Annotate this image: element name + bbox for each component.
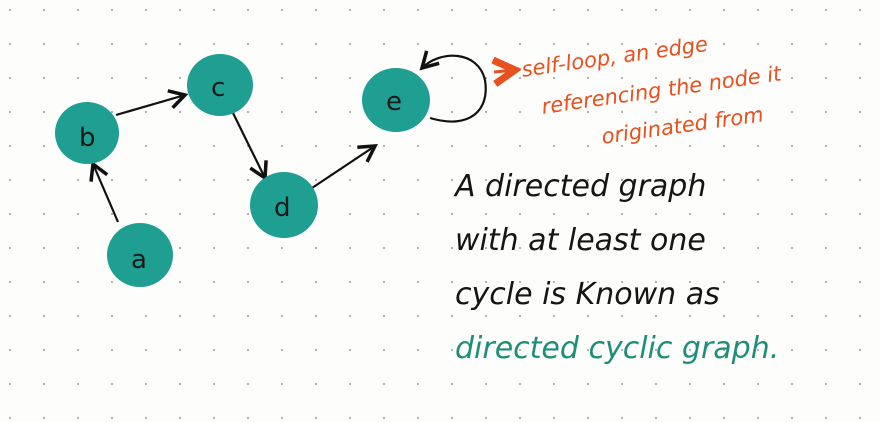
node-c — [187, 54, 253, 116]
edge-e-e-self-loop — [419, 50, 487, 123]
node-a — [107, 223, 173, 287]
edge-b-c — [115, 89, 189, 117]
caption-line4-term: directed cyclic graph. — [455, 331, 780, 366]
node-d — [250, 172, 318, 238]
caption: A directed graph with at least one cycle… — [455, 160, 779, 376]
node-b-label: b — [79, 123, 96, 153]
node-b — [55, 102, 119, 164]
node-a-label: a — [131, 245, 147, 275]
annotation-arrow-icon — [494, 70, 515, 72]
edge-d-e — [311, 144, 378, 189]
node-e-label: e — [386, 87, 402, 117]
edge-a-b — [89, 160, 120, 223]
edge-c-d — [232, 112, 268, 182]
node-d-label: d — [274, 193, 291, 223]
node-c-label: c — [211, 73, 225, 103]
caption-line1: A directed graph — [455, 169, 707, 204]
caption-line2: with at least one — [455, 223, 706, 258]
node-e — [362, 68, 430, 132]
caption-line3: cycle is Known as — [455, 277, 720, 312]
